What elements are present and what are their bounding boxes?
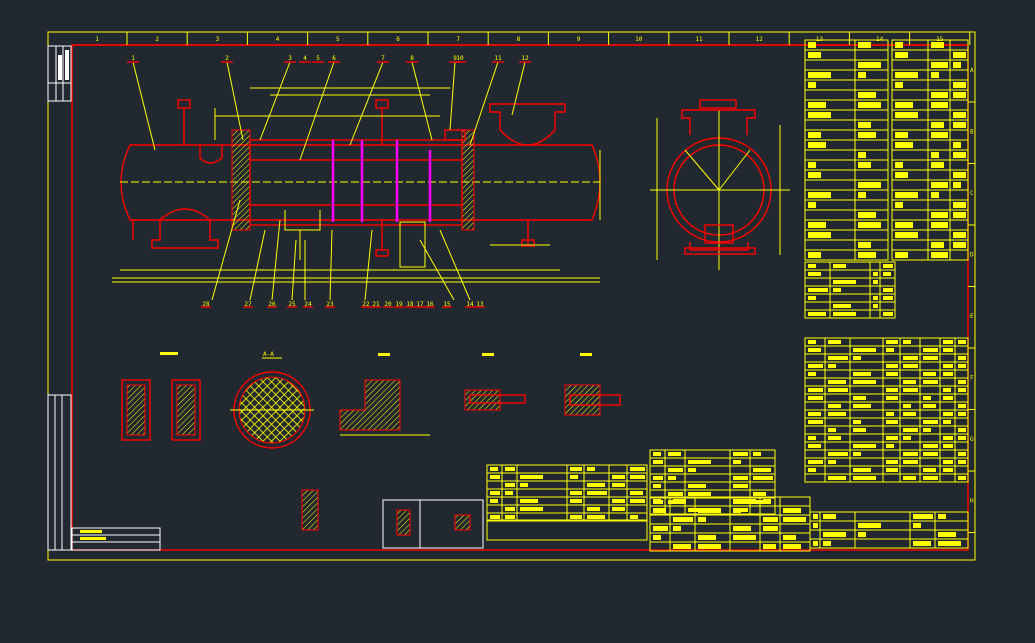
callout-label: 28 [202, 301, 210, 308]
callout-label: 3 [288, 55, 292, 62]
column-label: 15 [936, 36, 944, 43]
callout-label: 22 [362, 301, 370, 308]
callout-label: 19 [395, 301, 403, 308]
column-label: 7 [456, 36, 460, 43]
column-label: 12 [756, 36, 764, 43]
left-stamp-block [47, 45, 72, 551]
row-label: H [970, 498, 974, 505]
column-label: 1 [95, 36, 99, 43]
callout-label: 7 [381, 55, 385, 62]
callout-label: 26 [268, 301, 276, 308]
callout-label: 24 [304, 301, 312, 308]
callout-label: 5 [316, 55, 320, 62]
bottom-left-title-block [71, 527, 161, 551]
row-label: E [970, 313, 974, 320]
row-label: F [970, 375, 974, 382]
column-label: 4 [276, 36, 280, 43]
callout-label: 23 [326, 301, 334, 308]
drawing-frame [47, 31, 976, 561]
callout-label: 20 [384, 301, 392, 308]
callout-label: 21 [372, 301, 380, 308]
column-label: 9 [577, 36, 581, 43]
end-view [650, 99, 790, 270]
row-label: B [970, 129, 974, 136]
callout-label: 8 [410, 55, 414, 62]
row-label: G [970, 436, 974, 443]
callout-label: 14 [466, 301, 474, 308]
callout-label: 4 [303, 55, 307, 62]
row-label: D [970, 252, 974, 259]
callout-label: 17 [416, 301, 424, 308]
column-label: 10 [635, 36, 643, 43]
callout-label: 12 [521, 55, 529, 62]
callout-label: 13 [476, 301, 484, 308]
callout-label: 10 [456, 55, 464, 62]
column-label: 14 [876, 36, 884, 43]
callout-label: 27 [244, 301, 252, 308]
column-label: 13 [816, 36, 824, 43]
title-block-tables [382, 39, 969, 552]
section-label-a-a: A-A [263, 351, 274, 358]
detail-views [121, 371, 621, 536]
column-label: 6 [396, 36, 400, 43]
callout-label: 25 [288, 301, 296, 308]
vessel-elevation [112, 87, 601, 283]
column-label: 3 [216, 36, 220, 43]
column-label: 11 [695, 36, 703, 43]
callout-label: 18 [406, 301, 414, 308]
callout-label: 6 [332, 55, 336, 62]
callout-label: 9 [453, 55, 457, 62]
leader-lines [132, 61, 526, 301]
callout-label: 1 [131, 55, 135, 62]
callout-label: 11 [494, 55, 502, 62]
column-label: 2 [155, 36, 159, 43]
callout-label: 16 [426, 301, 434, 308]
row-label-strip: A B C D E F G H [968, 67, 975, 533]
callout-label: 15 [443, 301, 451, 308]
row-label: A [970, 67, 974, 74]
callout-label: 2 [225, 55, 229, 62]
row-label: C [970, 190, 974, 197]
column-label: 5 [336, 36, 340, 43]
column-label: 8 [517, 36, 521, 43]
